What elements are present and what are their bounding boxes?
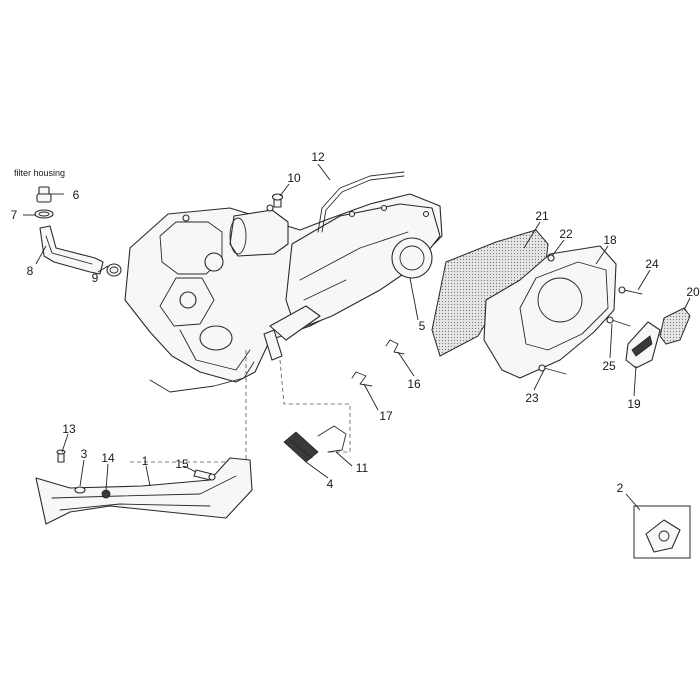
callout-23: 23 [525, 391, 539, 405]
callout-18: 18 [603, 233, 617, 247]
outer-cover-18-part [483, 245, 617, 379]
callout-4: 4 [327, 477, 334, 491]
engine-assembly [124, 193, 443, 393]
bolt-10-part [271, 193, 284, 208]
assembly-guide-line [279, 359, 351, 453]
callout-6: 6 [73, 188, 80, 202]
bolt-22-part [547, 254, 555, 262]
inspection-cover-19-part [625, 321, 661, 369]
filter-clamp-part [34, 209, 54, 219]
callout-7: 7 [11, 208, 18, 222]
bolt-24-part [618, 286, 643, 295]
screw-15-part [193, 469, 216, 481]
callout-12: 12 [311, 150, 325, 164]
washer-3-part [74, 486, 86, 494]
callout-2: 2 [617, 481, 624, 495]
bolt-23-part [538, 364, 567, 375]
clip-16-part [385, 339, 405, 355]
callout-16: 16 [407, 377, 421, 391]
callout-11: 11 [356, 461, 369, 475]
callout-24: 24 [645, 257, 659, 271]
filter-fitting-part [36, 186, 52, 203]
callout-1: 1 [142, 454, 149, 468]
detail-box-2 [633, 505, 691, 559]
clamp-ring-part [317, 425, 347, 453]
screw-25-part [606, 316, 631, 327]
gasket-20-part [659, 307, 691, 345]
callout-labels: 6 7 8 9 10 12 5 16 17 11 4 13 3 14 1 15 … [11, 150, 700, 495]
callout-8: 8 [27, 264, 34, 278]
callout-10: 10 [287, 171, 301, 185]
callout-14: 14 [101, 451, 115, 465]
breather-hose-part [317, 171, 405, 233]
filter-element-part [283, 431, 319, 463]
nut-14-part [101, 489, 111, 499]
callout-3: 3 [81, 447, 88, 461]
callout-13: 13 [62, 422, 76, 436]
heat-shield-part [35, 457, 253, 525]
callout-9: 9 [92, 271, 99, 285]
bolt-13-part [56, 449, 66, 463]
filter-hose-part [39, 225, 104, 275]
callout-5: 5 [419, 319, 426, 333]
hose-clamp-part [106, 263, 122, 277]
callout-25: 25 [602, 359, 616, 373]
callout-19: 19 [627, 397, 641, 411]
callout-20: 20 [686, 285, 700, 299]
filter-housing-caption: filter housing [14, 168, 65, 178]
callout-22: 22 [559, 227, 573, 241]
callout-15: 15 [175, 457, 189, 471]
leader-lines [23, 163, 691, 511]
callout-17: 17 [379, 409, 393, 423]
clip-17-part [351, 371, 373, 387]
callout-21: 21 [535, 209, 549, 223]
